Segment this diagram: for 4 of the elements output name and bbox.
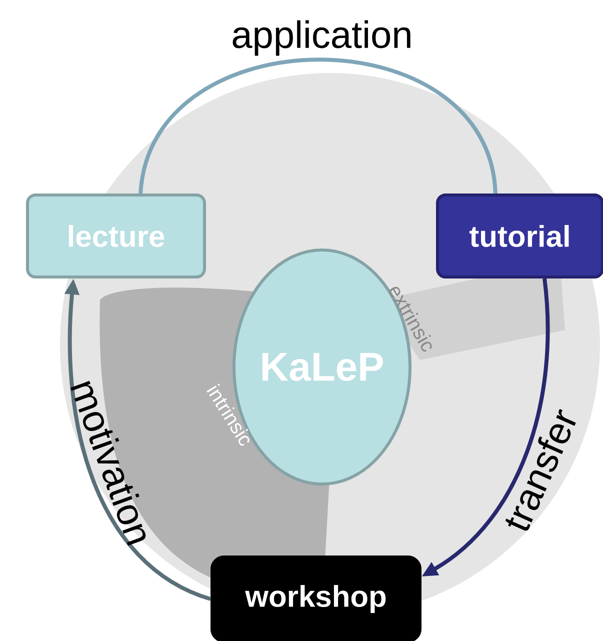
edge-label: application <box>232 20 410 56</box>
activity-box: tutorial <box>436 194 603 278</box>
activity-box: workshop <box>210 556 422 641</box>
activity-box: lecture <box>26 194 206 278</box>
